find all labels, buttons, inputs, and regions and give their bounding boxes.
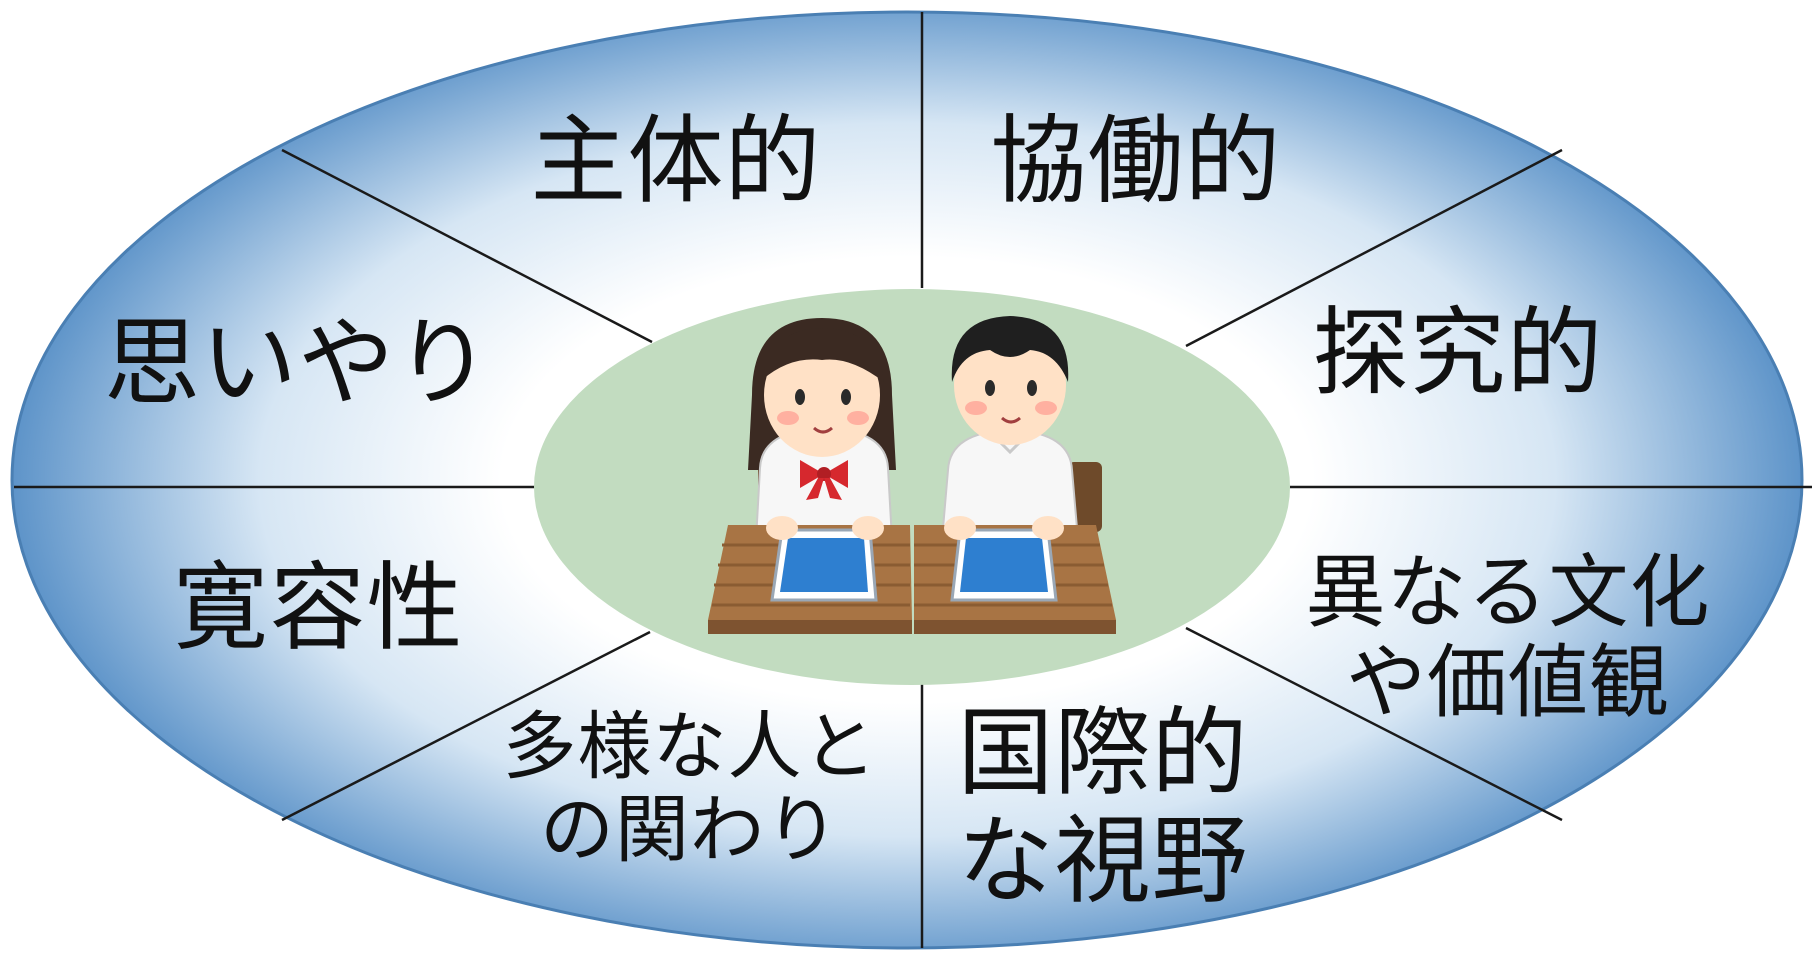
segment-label-lower-right: 異なる文化 や価値観 — [1306, 548, 1711, 727]
students-with-tablets-illustration — [708, 316, 1116, 634]
divider-upper-left — [281, 148, 653, 344]
segment-label-top-left: 主体的 — [530, 105, 822, 217]
divider-lower-right — [1185, 626, 1563, 822]
divider-upper-right — [1185, 148, 1563, 348]
segment-label-bottom-left-line2: の関わり — [540, 786, 840, 873]
segment-label-bottom-left-line1: 多様な人と — [502, 704, 878, 790]
girl-student-icon — [748, 318, 896, 541]
divider-lower-left — [281, 630, 651, 822]
segment-label-lower-left: 寛容性 — [172, 552, 464, 664]
segment-label-lower-right-line1: 異なる文化 — [1305, 546, 1711, 639]
segment-label-upper-right: 探究的 — [1312, 297, 1604, 409]
segment-dividers — [14, 12, 1812, 948]
segment-label-bottom-left: 多様な人と の関わり — [503, 706, 878, 872]
segment-label-top-right: 協働的 — [990, 105, 1282, 217]
segment-label-bottom-right-line2: な視野 — [957, 804, 1249, 917]
segment-label-upper-left: 思いやり — [104, 307, 492, 419]
segment-label-bottom-right-line1: 国際的 — [957, 697, 1249, 809]
tablet-icon — [770, 528, 1058, 602]
boy-student-icon — [940, 316, 1080, 541]
segment-label-lower-right-line2: や価値観 — [1346, 635, 1670, 729]
segment-label-bottom-right: 国際的 な視野 — [957, 697, 1249, 917]
